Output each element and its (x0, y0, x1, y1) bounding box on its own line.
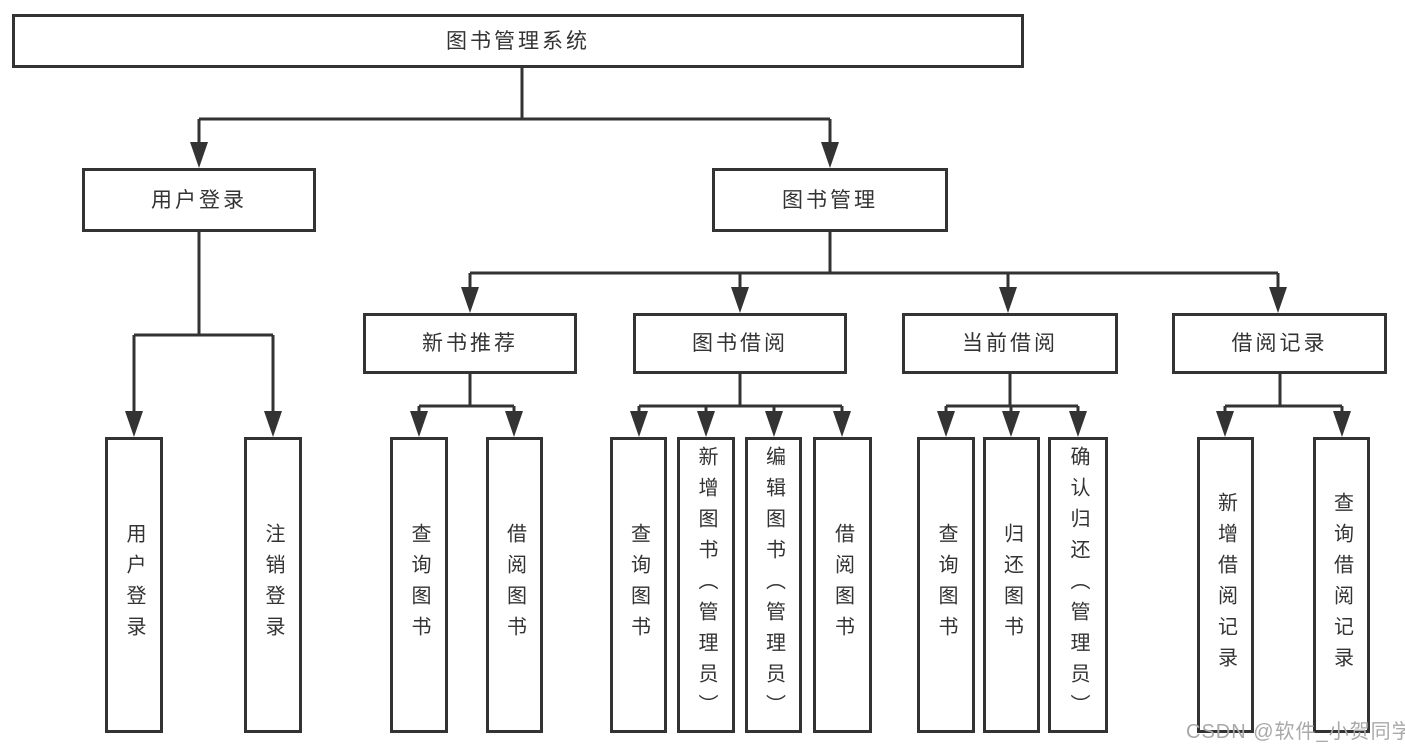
leaf-query-books-borrowing: 查询图书 (610, 437, 667, 733)
leaf-add-books-admin: 新增图书（管理员） (677, 437, 735, 733)
leaf-logout: 注销登录 (244, 437, 302, 733)
leaf-query-books-recommend: 查询图书 (390, 437, 448, 733)
leaf-confirm-return-admin: 确认归还（管理员） (1048, 437, 1108, 733)
leaf-return-books: 归还图书 (983, 437, 1040, 733)
leaf-add-borrow-record: 新增借阅记录 (1197, 437, 1254, 733)
node-user-login: 用户登录 (82, 168, 316, 232)
leaf-query-books-current: 查询图书 (917, 437, 975, 733)
node-book-borrowing: 图书借阅 (633, 313, 847, 374)
node-current-borrowing: 当前借阅 (902, 313, 1118, 374)
leaf-user-login: 用户登录 (105, 437, 163, 733)
node-borrowing-records: 借阅记录 (1172, 313, 1387, 374)
leaf-edit-books-admin: 编辑图书（管理员） (745, 437, 802, 733)
node-library-system: 图书管理系统 (12, 14, 1024, 68)
node-book-management: 图书管理 (712, 168, 948, 232)
watermark: CSDN @软件_小贺同学 (1186, 721, 1405, 743)
leaf-query-borrow-record: 查询借阅记录 (1313, 437, 1370, 733)
leaf-borrow-books-borrowing: 借阅图书 (813, 437, 872, 733)
node-new-book-recommendation: 新书推荐 (363, 313, 577, 374)
leaf-borrow-books-recommend: 借阅图书 (486, 437, 543, 733)
